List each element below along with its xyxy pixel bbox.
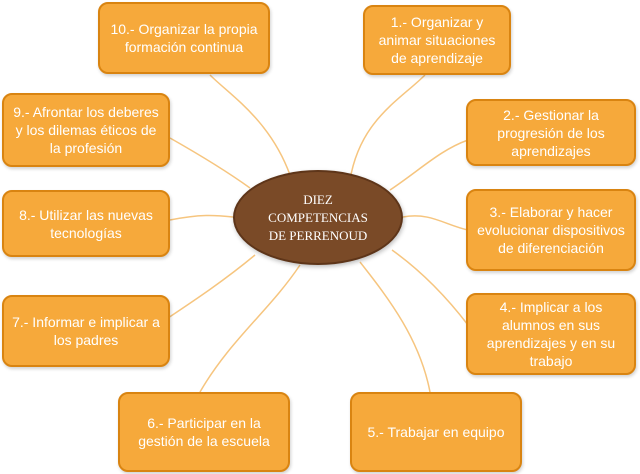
competencia-8-label: 8.- Utilizar las nuevas tecnologías (19, 206, 153, 241)
connector-5 (359, 261, 431, 393)
competencia-4: 4.- Implicar a los alumnos en sus aprend… (466, 293, 636, 375)
competencia-8: 8.- Utilizar las nuevas tecnologías (2, 190, 170, 257)
connector-4 (391, 249, 469, 326)
connector-6 (199, 264, 301, 393)
competencia-10-label: 10.- Organizar la propia formación conti… (110, 21, 258, 55)
center-title-label: DIEZ COMPETENCIAS DE PERRENOUD (268, 191, 368, 243)
competencia-7: 7.- Informar e implicar a los padres (2, 295, 170, 367)
competencia-2-label: 2.- Gestionar la progresión de los apren… (497, 106, 605, 159)
competencia-4-label: 4.- Implicar a los alumnos en sus aprend… (486, 299, 616, 369)
competencia-5: 5.- Trabajar en equipo (350, 392, 522, 472)
connector-3 (402, 215, 469, 231)
center-title: DIEZ COMPETENCIAS DE PERRENOUD (233, 170, 403, 265)
competencia-9: 9.- Afrontar los deberes y los dilemas é… (2, 93, 170, 167)
competencia-2: 2.- Gestionar la progresión de los apren… (466, 99, 636, 166)
competencia-10: 10.- Organizar la propia formación conti… (98, 2, 270, 74)
connector-9 (169, 137, 251, 189)
competencia-1-label: 1.- Organizar y animar situaciones de ap… (378, 14, 496, 66)
connector-10 (209, 74, 291, 176)
competencia-6-label: 6.- Participar en la gestión de la escue… (138, 415, 270, 449)
competencia-1: 1.- Organizar y animar situaciones de ap… (363, 5, 511, 75)
competencia-6: 6.- Participar en la gestión de la escue… (118, 392, 290, 472)
connector-1 (349, 74, 426, 181)
connector-8 (169, 214, 234, 221)
connector-7 (167, 254, 256, 319)
competencia-3: 3.- Elaborar y hacer evolucionar disposi… (466, 189, 636, 271)
competencia-3-label: 3.- Elaborar y hacer evolucionar disposi… (477, 204, 625, 256)
competencia-7-label: 7.- Informar e implicar a los padres (12, 314, 160, 348)
competencia-5-label: 5.- Trabajar en equipo (367, 424, 505, 440)
connector-2 (389, 139, 469, 191)
competencia-9-label: 9.- Afrontar los deberes y los dilemas é… (13, 104, 159, 156)
